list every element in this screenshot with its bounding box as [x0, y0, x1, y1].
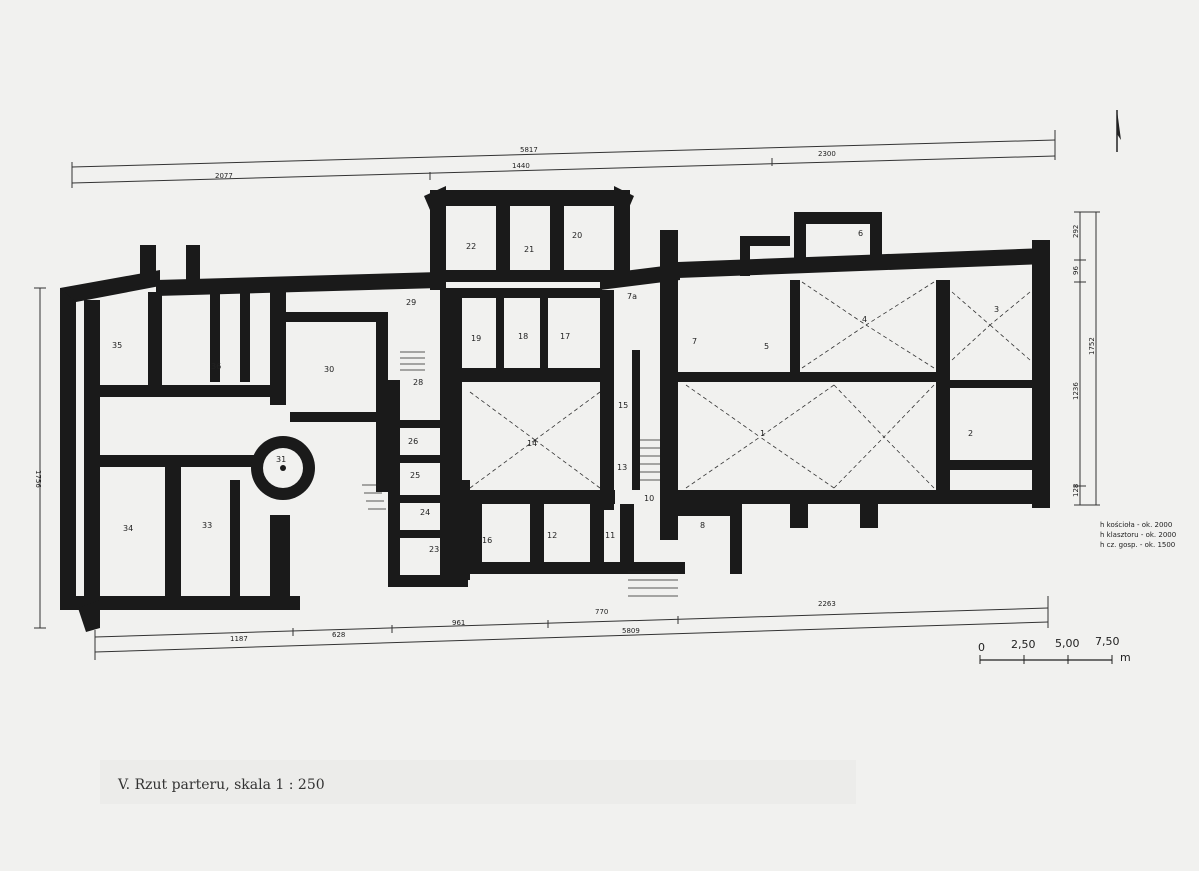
room-label: 34: [123, 524, 133, 533]
scale-label-2: 5,00: [1055, 637, 1080, 650]
room-labels: 1 2 3 4 5 6 7 7a 8 10 11 12 13 14 15 16 …: [112, 229, 999, 554]
room-label: 7a: [627, 292, 637, 301]
room-label: 6: [858, 229, 863, 238]
room-label: 13: [617, 463, 627, 472]
room-label: 17: [560, 332, 570, 341]
scale-unit: m: [1120, 651, 1131, 664]
room-label: 21: [524, 245, 534, 254]
scale-label-3: 7,50: [1095, 635, 1120, 648]
room-label: 26: [408, 437, 418, 446]
dim-right-seg-1: 292: [1072, 225, 1080, 238]
room-label: 14: [527, 439, 537, 448]
room-label: 4: [862, 315, 867, 324]
room-label: 25: [410, 471, 420, 480]
room-label: 1: [760, 429, 765, 438]
dim-right-seg-4: 128: [1072, 484, 1080, 497]
room-label: 8: [700, 521, 705, 530]
room-label: 12: [547, 531, 557, 540]
room-label: 31: [276, 455, 286, 464]
legend-line-1: h kościoła - ok. 2000: [1100, 521, 1172, 529]
room-label: 35: [112, 341, 122, 350]
room-label: 5: [764, 342, 769, 351]
room-label: 30: [324, 365, 334, 374]
room-label: 19: [471, 334, 481, 343]
dim-top-seg-1: 2077: [215, 172, 233, 180]
room-label: 10: [644, 494, 654, 503]
right-dimension-lines: [1074, 211, 1100, 506]
dim-bottom-seg-2: 628: [332, 631, 345, 639]
dim-right-seg-2: 96: [1072, 266, 1080, 275]
room-label: 18: [518, 332, 528, 341]
spiral-stair: [251, 436, 315, 500]
scale-label-0: 0: [978, 641, 985, 654]
room-label: 3: [994, 305, 999, 314]
legend-line-3: h cz. gosp. - ok. 1500: [1100, 541, 1175, 549]
vault-lines: [469, 281, 1031, 489]
dim-left: 1756: [34, 470, 42, 488]
dim-bottom-seg-4: 770: [595, 608, 608, 616]
top-dimension-lines: [71, 130, 1056, 188]
room-label: 16: [482, 536, 492, 545]
left-dimension-line: [34, 287, 46, 629]
scale-label-1: 2,50: [1011, 638, 1036, 651]
room-label: 33: [202, 521, 212, 530]
room-label: 36: [211, 362, 221, 371]
dim-right-seg-3: 1236: [1072, 382, 1080, 400]
building-walls: [60, 186, 1050, 632]
room-label: 29: [406, 298, 416, 307]
dim-bottom-seg-3: 961: [452, 619, 465, 627]
dim-bottom-seg-5: 2263: [818, 600, 836, 608]
dim-top-total: 5817: [520, 146, 538, 154]
drawing-caption: V. Rzut parteru, skala 1 : 250: [118, 777, 325, 793]
scale-bar: 0 2,50 5,00 7,50 m: [978, 635, 1131, 664]
room-label: 7: [692, 337, 697, 346]
room-label: 20: [572, 231, 582, 240]
room-label: 24: [420, 508, 430, 517]
room-label: 23: [429, 545, 439, 554]
room-label: 22: [466, 242, 476, 251]
dim-top-seg-2: 1440: [512, 162, 530, 170]
dim-right-total: 1752: [1088, 337, 1096, 355]
room-label: 15: [618, 401, 628, 410]
height-legend: h kościoła - ok. 2000 h klasztoru - ok. …: [1100, 521, 1176, 549]
caption-band: [100, 760, 856, 804]
north-arrow-icon: [1116, 110, 1121, 152]
room-label: 28: [413, 378, 423, 387]
room-label: 11: [605, 531, 615, 540]
bottom-dimension-lines: [94, 596, 1049, 660]
room-label: 2: [968, 429, 973, 438]
legend-line-2: h klasztoru - ok. 2000: [1100, 531, 1176, 539]
dim-bottom-total: 5809: [622, 627, 640, 635]
dim-top-seg-3: 2300: [818, 150, 836, 158]
dim-bottom-seg-1: 1187: [230, 635, 248, 643]
stair-hatching: [362, 351, 678, 597]
